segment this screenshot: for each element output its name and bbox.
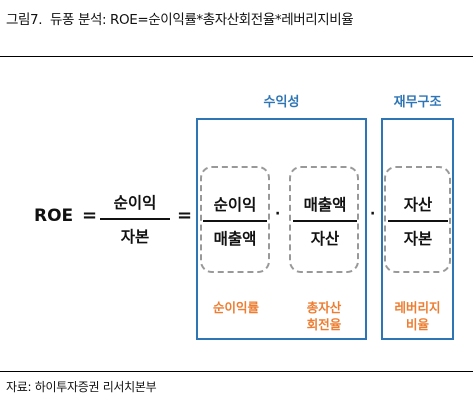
factor-label-line: 회전율: [306, 317, 342, 332]
factor-label-line: 순이익률: [212, 300, 259, 315]
roe-label: ROE: [34, 206, 74, 226]
fraction-denominator: 자산: [310, 230, 340, 248]
group-label-profitability: 수익성: [263, 95, 300, 110]
fraction-bar: [388, 220, 448, 222]
profitability-box: [196, 118, 367, 340]
bottom-rule: [0, 371, 473, 372]
group-label-financial-structure: 재무구조: [393, 95, 442, 110]
factor-label-asset-turnover: 총자산 회전율: [284, 299, 364, 333]
factor-2-dashed-frame: [289, 166, 359, 273]
figure-number: 그림7.: [6, 12, 43, 28]
factor-1-dashed-frame: [200, 166, 270, 273]
fraction-bar: [203, 220, 267, 222]
fraction-numerator: 순이익: [213, 196, 257, 214]
equals-sign-1: =: [82, 205, 98, 226]
fraction-bar: [293, 220, 357, 222]
fraction-numerator: 자산: [403, 196, 433, 214]
equals-sign-2: =: [177, 205, 193, 226]
factor-label-leverage: 레버리지 비율: [381, 299, 454, 333]
factor-3-dashed-frame: [384, 166, 451, 273]
factor-label-net-margin: 순이익률: [196, 299, 276, 316]
source-note: 자료: 하이투자증권 리서치본부: [6, 380, 157, 394]
fraction-bar: [100, 218, 170, 220]
figure-title-text: 듀퐁 분석: ROE=순이익률*총자산회전율*레버리지비율: [50, 12, 354, 28]
figure-title: 그림7. 듀퐁 분석: ROE=순이익률*총자산회전율*레버리지비율: [6, 8, 354, 28]
fraction-numerator: 매출액: [303, 196, 347, 214]
factor-label-line: 비율: [405, 317, 429, 332]
financial-structure-box: [381, 118, 454, 340]
fraction-numerator: 순이익: [113, 194, 157, 212]
multiply-dot-1: ·: [275, 206, 281, 222]
factor-label-line: 레버리지: [394, 300, 441, 315]
top-rule: [0, 56, 473, 57]
fraction-denominator: 자본: [120, 228, 150, 246]
fraction-denominator: 자본: [403, 230, 433, 248]
factor-label-line: 총자산: [306, 300, 342, 315]
multiply-dot-2: ·: [370, 206, 376, 222]
fraction-denominator: 매출액: [213, 230, 257, 248]
